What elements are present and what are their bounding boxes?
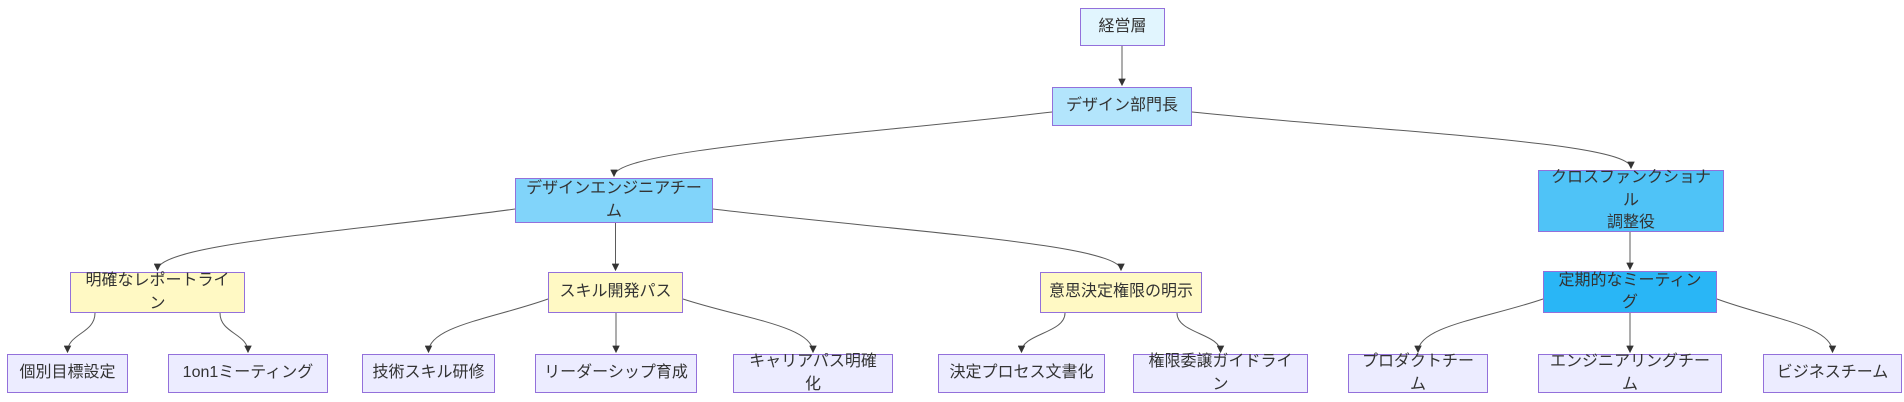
edge-design_eng_team-report_line [153,208,516,272]
node-label-career_path: キャリアパス明確化 [749,353,877,393]
edge-design_head-design_eng_team [610,111,1053,178]
node-label-design_eng_team: デザインエンジニアチーム [526,180,702,220]
node-decision_doc: 決定プロセス文書化 [938,354,1105,393]
node-label-decision_doc: 決定プロセス文書化 [949,364,1094,382]
node-individual_goal: 個別目標設定 [7,354,128,393]
node-label-tech_training: 技術スキル研修 [372,364,485,382]
node-exec: 経営層 [1080,8,1165,46]
edge-design_head-cross_functional [1191,111,1635,170]
edge-report_line-individual_goal [63,312,96,354]
edge-report_line-one_on_one [219,312,252,354]
node-label-design_head: デザイン部門長 [1065,97,1178,115]
node-label-exec: 経営層 [1098,17,1147,35]
node-one_on_one: 1on1ミーティング [168,354,328,393]
node-decision_authority: 意思決定権限の明示 [1040,272,1202,313]
node-label-report_line: 明確なレポートライン [85,272,230,312]
node-leadership: リーダーシップ育成 [535,354,697,393]
node-career_path: キャリアパス明確化 [733,353,893,393]
edge-decision_authority-delegation_guide [1176,312,1225,354]
node-label-engineering_team: エンジニアリングチーム [1549,353,1710,393]
edge-regular_meeting-product_team [1414,298,1544,354]
node-label-delegation_guide: 権限委譲ガイドライン [1148,353,1293,393]
node-product_team: プロダクトチーム [1348,353,1488,393]
node-design_eng_team: デザインエンジニアチーム [515,178,713,223]
edge-skill_path-tech_training [424,298,549,354]
node-label-cross_functional: クロスファンクショナル 調整役 [1550,169,1711,232]
node-engineering_team: エンジニアリングチーム [1538,353,1722,393]
node-label-product_team: プロダクトチーム [1361,353,1474,393]
node-delegation_guide: 権限委譲ガイドライン [1133,353,1308,393]
edge-regular_meeting-business_team [1716,298,1837,354]
node-label-leadership: リーダーシップ育成 [544,364,688,382]
node-label-one_on_one: 1on1ミーティング [182,364,314,382]
edge-decision_authority-decision_doc [1017,312,1066,354]
node-regular_meeting: 定期的なミーティング [1543,271,1717,313]
node-label-regular_meeting: 定期的なミーティング [1558,271,1702,311]
node-design_head: デザイン部門長 [1052,87,1192,126]
edge-design_eng_team-decision_authority [712,208,1125,272]
node-business_team: ビジネスチーム [1763,354,1902,393]
node-tech_training: 技術スキル研修 [362,354,495,393]
node-report_line: 明確なレポートライン [70,272,245,313]
edge-skill_path-career_path [682,298,817,354]
node-label-individual_goal: 個別目標設定 [19,364,116,382]
node-label-skill_path: スキル開発パス [559,283,672,301]
node-skill_path: スキル開発パス [548,272,683,313]
node-label-business_team: ビジネスチーム [1776,364,1889,382]
node-label-decision_authority: 意思決定権限の明示 [1049,283,1194,301]
node-cross_functional: クロスファンクショナル 調整役 [1538,169,1724,232]
